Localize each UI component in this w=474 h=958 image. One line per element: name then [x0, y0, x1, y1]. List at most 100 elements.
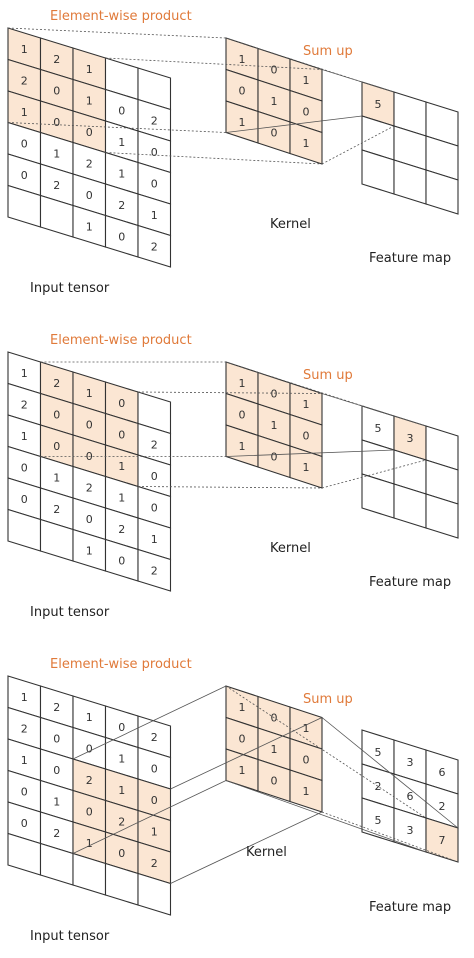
elementwise-label: Element-wise product: [50, 9, 192, 24]
kernel-value: 1: [271, 743, 278, 756]
input-tensor-value: 2: [21, 398, 28, 411]
elementwise-label: Element-wise product: [50, 657, 192, 672]
feature-map-value: 6: [407, 790, 414, 803]
input-tensor-value: 0: [118, 554, 125, 567]
input-tensor-value: 1: [86, 837, 93, 850]
input-tensor-value: 1: [151, 825, 158, 838]
kernel-value: 1: [239, 377, 246, 390]
kernel-value: 0: [271, 127, 278, 140]
input-tensor-value: 0: [151, 501, 158, 514]
input-tensor-value: 1: [118, 460, 125, 473]
projection-line: [72, 780, 227, 854]
input-tensor-value: 1: [21, 106, 28, 119]
input-tensor-value: 2: [53, 53, 60, 66]
kernel-value: 1: [239, 53, 246, 66]
input-tensor-value: 1: [53, 795, 60, 808]
kernel-value: 1: [303, 461, 310, 474]
input-tensor-value: 1: [118, 491, 125, 504]
input-tensor-value: 2: [53, 701, 60, 714]
convolution-step-3: 1210220010102100102102102101010101536262…: [7, 657, 459, 944]
projection-line: [321, 69, 395, 93]
kernel-label: Kernel: [270, 217, 311, 232]
input-tensor-value: 1: [86, 63, 93, 76]
input-tensor-value: 2: [21, 74, 28, 87]
kernel-label: Kernel: [246, 845, 287, 860]
input-tensor-value: 1: [118, 784, 125, 797]
kernel-value: 1: [239, 440, 246, 453]
kernel-value: 1: [239, 701, 246, 714]
input-tensor-value: 0: [118, 104, 125, 117]
projection-line: [321, 393, 427, 427]
projection-line: [72, 685, 227, 760]
input-tensor-label: Input tensor: [30, 605, 110, 620]
input-tensor-value: 0: [151, 762, 158, 775]
input-tensor-value: 0: [86, 126, 93, 139]
feature-map-label: Feature map: [369, 251, 451, 266]
input-tensor-value: 0: [151, 794, 158, 807]
feature-map-value: 3: [407, 756, 414, 769]
input-tensor-value: 2: [86, 157, 93, 170]
kernel-value: 0: [303, 430, 310, 443]
input-tensor-label: Input tensor: [30, 281, 110, 296]
input-tensor-value: 2: [118, 199, 125, 212]
projection-line: [225, 115, 363, 133]
projection-line: [321, 125, 395, 165]
input-tensor-value: 0: [21, 137, 28, 150]
input-tensor-value: 2: [86, 774, 93, 787]
input-tensor-value: 0: [118, 428, 125, 441]
kernel-value: 1: [303, 74, 310, 87]
input-tensor-value: 1: [151, 209, 158, 222]
feature-map-value: 5: [375, 746, 382, 759]
input-tensor-value: 1: [118, 752, 125, 765]
input-tensor-value: 0: [21, 493, 28, 506]
kernel-value: 1: [271, 95, 278, 108]
input-tensor-value: 2: [151, 731, 158, 744]
convolution-step-2: 12102000210010012100202110210101010153El…: [7, 333, 459, 620]
projection-line: [225, 780, 427, 853]
input-tensor-value: 0: [53, 440, 60, 453]
sumup-label: Sum up: [303, 44, 353, 59]
input-tensor-value: 0: [21, 169, 28, 182]
kernel-value: 0: [271, 64, 278, 77]
feature-map-value: 5: [375, 422, 382, 435]
projection-line: [321, 717, 459, 829]
input-tensor-value: 0: [86, 418, 93, 431]
input-tensor-value: 2: [118, 523, 125, 536]
feature-map-value: 5: [375, 814, 382, 827]
input-tensor-value: 2: [118, 815, 125, 828]
feature-map-value: 3: [407, 432, 414, 445]
feature-map-cell: [425, 493, 459, 539]
input-tensor-value: 0: [53, 116, 60, 129]
input-tensor-value: 2: [151, 564, 158, 577]
input-tensor-value: 1: [53, 147, 60, 160]
input-tensor-value: 0: [53, 84, 60, 97]
feature-map-value: 5: [375, 98, 382, 111]
kernel-value: 1: [239, 764, 246, 777]
sumup-label: Sum up: [303, 368, 353, 383]
input-tensor-value: 0: [53, 408, 60, 421]
input-tensor-value: 1: [86, 544, 93, 557]
kernel-value: 0: [239, 409, 246, 422]
input-tensor-value: 2: [151, 857, 158, 870]
input-tensor-value: 0: [151, 146, 158, 159]
kernel-value: 1: [303, 785, 310, 798]
feature-map-value: 2: [375, 780, 382, 793]
input-tensor-label: Input tensor: [30, 929, 110, 944]
input-tensor-value: 1: [21, 754, 28, 767]
feature-map-cell: [425, 169, 459, 215]
input-tensor-value: 1: [151, 533, 158, 546]
input-tensor-value: 0: [118, 847, 125, 860]
kernel-value: 1: [239, 116, 246, 129]
input-tensor-value: 2: [151, 240, 158, 253]
input-tensor-value: 0: [118, 721, 125, 734]
input-tensor-value: 0: [53, 732, 60, 745]
input-tensor-value: 1: [86, 94, 93, 107]
input-tensor-value: 1: [21, 367, 28, 380]
kernel-value: 1: [303, 137, 310, 150]
kernel-value: 1: [271, 419, 278, 432]
kernel-value: 0: [303, 754, 310, 767]
feature-map-label: Feature map: [369, 900, 451, 915]
input-tensor-value: 1: [86, 220, 93, 233]
feature-map-value: 6: [439, 766, 446, 779]
input-tensor-value: 1: [86, 387, 93, 400]
